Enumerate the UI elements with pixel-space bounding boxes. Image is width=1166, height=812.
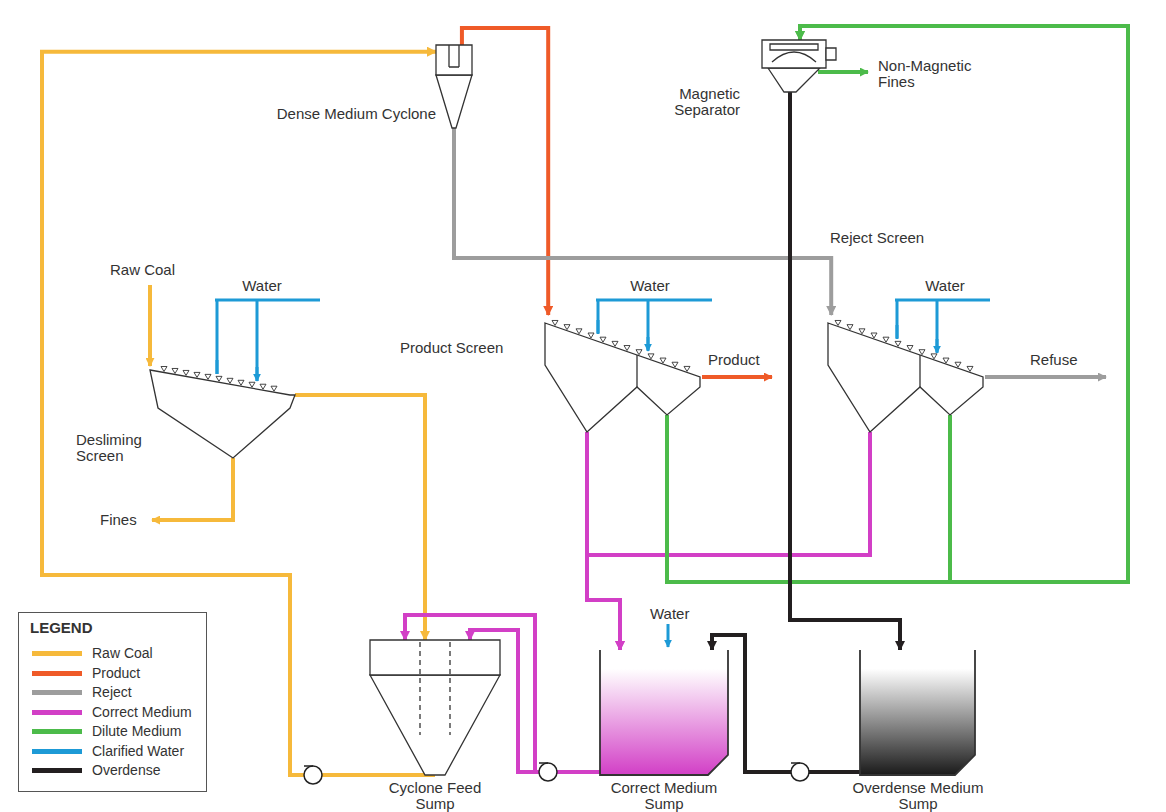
pump-symbol (539, 763, 557, 781)
stream-line (295, 395, 425, 640)
separator-drum (772, 52, 816, 62)
cyclone-cone (436, 75, 472, 128)
pump-outlet (791, 762, 800, 764)
cyclone-barrel (436, 45, 472, 75)
legend-text: Overdense (92, 762, 160, 778)
sump-wall (860, 650, 975, 775)
non-magnetic-discharge (818, 70, 868, 74)
screen-deck-opening (161, 367, 277, 392)
equipment-node: Overdense Medium Sump (860, 650, 975, 775)
equipment-node: Correct Medium Sump (600, 650, 728, 775)
stream-line (712, 635, 860, 772)
equipment-label: Desliming Screen (76, 432, 158, 464)
equipment-outline (150, 368, 295, 458)
vortex-finder (449, 45, 459, 67)
screen-deck-opening (835, 320, 973, 371)
legend-text: Raw Coal (92, 645, 153, 661)
equipment-node: Dense Medium Cyclone (436, 45, 472, 128)
sump-contents (860, 650, 975, 775)
legend-text: Dilute Medium (92, 723, 181, 739)
legend-swatch (32, 749, 82, 754)
equipment-outline (600, 650, 728, 775)
pump-symbol (791, 763, 809, 781)
raw-coal-feed (148, 285, 152, 366)
legend-text: Reject (92, 684, 132, 700)
sump-cone (370, 675, 500, 775)
equipment-node: Product Screen (545, 315, 705, 432)
stream-line (462, 28, 548, 315)
stream-line (800, 26, 1128, 582)
equipment-node: Reject Screen (828, 315, 988, 432)
equipment-outline (860, 650, 975, 775)
screen-body (828, 323, 983, 432)
legend-swatch (32, 768, 82, 773)
legend-swatch (32, 690, 82, 695)
stream-label: Fines (100, 512, 137, 528)
pump-outlet (304, 765, 313, 767)
equipment-label: Overdense Medium Sump (846, 780, 990, 812)
hopper-divider (636, 355, 637, 387)
stream-label: Water (630, 278, 669, 294)
refuse-discharge (985, 375, 1106, 379)
pump-symbol (304, 766, 322, 784)
hopper-divider (919, 355, 920, 387)
equipment-outline (436, 45, 472, 128)
legend-swatch (32, 710, 82, 715)
legend-text: Correct Medium (92, 704, 192, 720)
stream-label: Raw Coal (110, 262, 175, 278)
equipment-outline (370, 640, 500, 775)
magnet-assembly (770, 44, 818, 50)
equipment-label: Dense Medium Cyclone (277, 106, 436, 122)
stream-label: Refuse (1030, 352, 1078, 368)
stream-label: Water (242, 278, 281, 294)
screen-deck-opening (552, 320, 690, 371)
fines-discharge (152, 458, 233, 520)
equipment-label: Reject Screen (830, 230, 924, 246)
equipment-label: Correct Medium Sump (600, 780, 728, 812)
water-header (215, 300, 320, 381)
stream-label: Non-Magnetic Fines (878, 58, 986, 90)
stream-label: Water (925, 278, 964, 294)
equipment-label: Product Screen (400, 340, 503, 356)
legend-swatch (32, 729, 82, 734)
equipment-label: Magnetic Separator (658, 86, 740, 118)
sump-wall (600, 650, 728, 775)
stream-label: Water (650, 606, 689, 622)
legend-text: Clarified Water (92, 743, 184, 759)
equipment-label: Cyclone Feed Sump (379, 780, 491, 812)
equipment-outline (762, 40, 838, 92)
stream-line (587, 432, 620, 650)
equipment-outline (828, 315, 988, 432)
stream-line (454, 128, 831, 315)
legend-swatch (32, 671, 82, 676)
legend-heading: LEGEND (30, 620, 93, 636)
legend-swatch (32, 651, 82, 656)
separator-housing (762, 40, 826, 68)
stream-line (587, 432, 870, 650)
separator-hopper (768, 68, 820, 92)
drive-motor (826, 48, 836, 60)
screen-body (545, 323, 700, 432)
screen-body (150, 370, 295, 458)
legend-text: Product (92, 665, 140, 681)
water-header (895, 300, 990, 352)
equipment-node: Magnetic Separator (762, 40, 838, 92)
equipment-node: Cyclone Feed Sump (370, 640, 500, 775)
stream-label: Product (708, 352, 760, 368)
equipment-node: Desliming Screen (150, 368, 295, 458)
sump-tank (370, 640, 500, 675)
equipment-outline (545, 315, 705, 432)
water-spray (667, 624, 670, 647)
sump-contents (600, 650, 728, 775)
product-discharge (702, 375, 772, 379)
feed-pipe (420, 642, 450, 735)
pump-outlet (539, 762, 548, 764)
water-spray (217, 360, 257, 381)
